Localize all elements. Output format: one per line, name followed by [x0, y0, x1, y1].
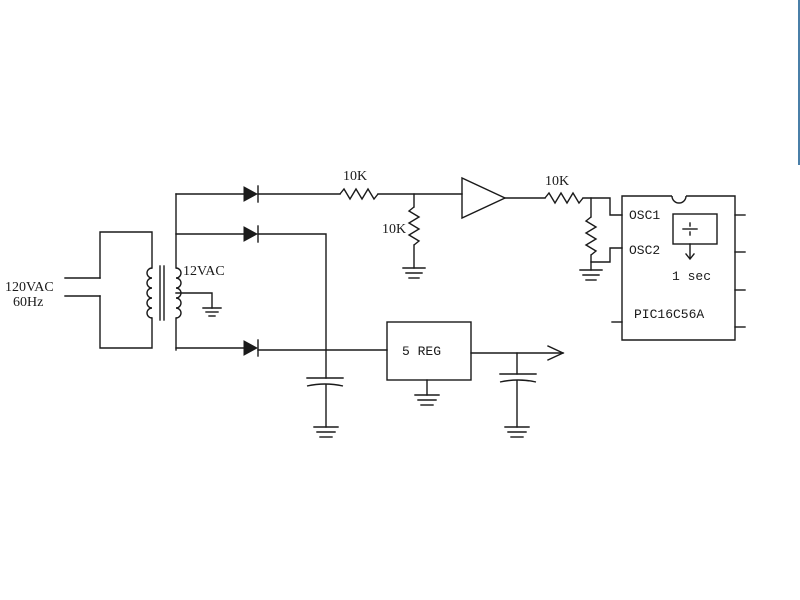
secondary-voltage-label: 12VAC — [183, 264, 225, 279]
diode-d1 — [243, 185, 259, 203]
window-edge — [798, 0, 800, 165]
capacitor-c2 — [499, 352, 537, 428]
osc1-pin-label: OSC1 — [629, 208, 660, 223]
primary-input-wires — [64, 231, 153, 349]
osc2-pin-label: OSC2 — [629, 243, 660, 258]
pic-chip — [611, 195, 746, 341]
regulator-label: 5 REG — [402, 344, 441, 359]
r1-label: 10K — [343, 169, 367, 184]
d2-to-cap-wire — [257, 233, 327, 379]
r3-label: 10K — [545, 174, 569, 189]
r2-label: 10K — [382, 222, 406, 237]
resistor-r3 — [544, 191, 584, 205]
center-tap-ground — [175, 292, 222, 317]
regulator-ground — [414, 379, 440, 406]
diode-d3 — [243, 339, 259, 357]
voltage-regulator — [386, 321, 472, 381]
resistor-r2 — [407, 206, 421, 246]
chip-name-label: PIC16C56A — [634, 307, 704, 322]
diode-d2 — [243, 225, 259, 243]
input-voltage-label: 120VAC — [5, 280, 54, 295]
timer-period-label: 1 sec — [672, 269, 711, 284]
capacitor-c1 — [306, 377, 344, 428]
r3-to-osc1-wire — [582, 197, 623, 216]
pulldown-ground — [579, 254, 603, 281]
timer-divider-block — [672, 213, 718, 261]
resistor-pulldown — [584, 216, 598, 256]
osc2-wire — [590, 247, 623, 263]
c2-ground — [504, 426, 530, 438]
input-frequency-label: 60Hz — [13, 295, 43, 310]
resistor-r1 — [339, 187, 379, 201]
r2-ground — [402, 244, 426, 279]
c1-ground — [313, 426, 339, 438]
buffer-amplifier — [461, 176, 507, 220]
output-arrow — [547, 345, 565, 361]
